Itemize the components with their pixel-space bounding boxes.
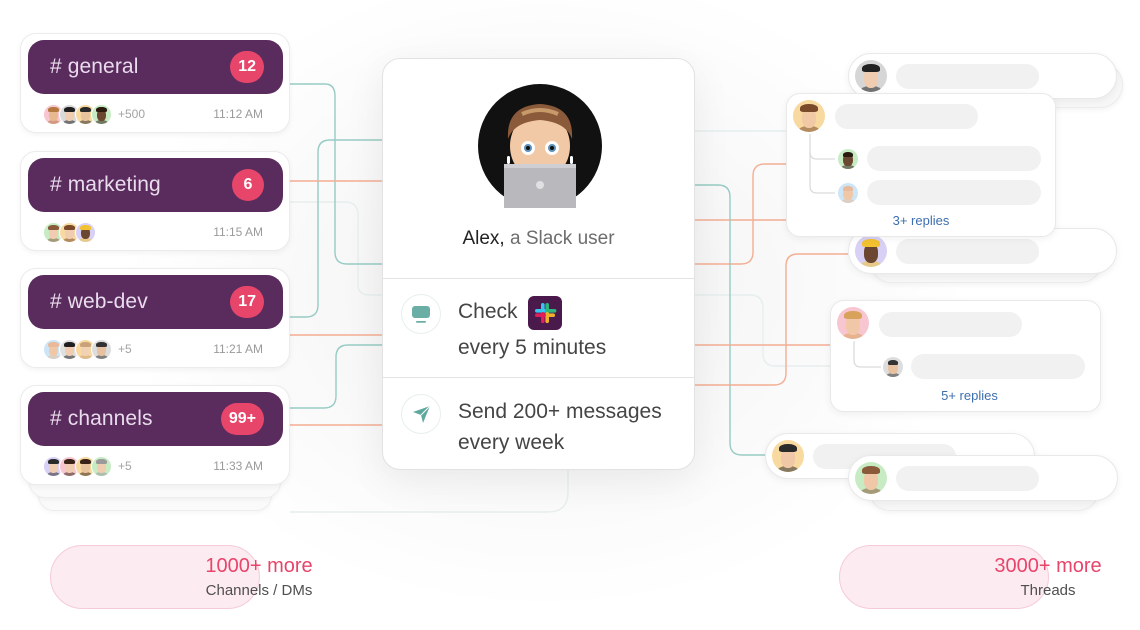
unread-badge: 17: [230, 286, 264, 318]
send-icon: [401, 394, 441, 434]
channels-more-count: 1000+ more: [205, 555, 313, 577]
member-avatar: [59, 103, 80, 125]
reply-avatar: [838, 149, 858, 169]
message-placeholder: [896, 466, 1039, 491]
timestamp: 11:12 AM: [213, 107, 263, 121]
threads-more-label: Threads: [1020, 582, 1076, 599]
message-placeholder: [835, 104, 978, 129]
unread-badge: 12: [230, 51, 264, 83]
reply-avatar: [883, 357, 903, 377]
unread-badge: 99+: [220, 403, 264, 435]
thread-card[interactable]: [848, 455, 1118, 501]
thread-author-avatar: [772, 440, 804, 472]
member-avatar: [91, 455, 112, 477]
channel-card-marketing[interactable]: # marketing 6 11:15 AM: [20, 151, 290, 251]
channels-summary-pill: 1000+ more Channels / DMs: [50, 545, 313, 609]
timestamp: 11:21 AM: [213, 342, 263, 356]
user-name: Alex,: [462, 228, 505, 249]
channel-card-channels[interactable]: # channels 99+ +5 11:33 AM: [20, 385, 290, 485]
threads-more-count: 3000+ more: [994, 555, 1102, 577]
action-check-text: Check: [458, 300, 518, 323]
member-avatar: [91, 103, 112, 125]
timestamp: 11:33 AM: [213, 459, 263, 473]
user-avatar-memoji-icon: [478, 84, 602, 208]
channel-name: # general: [50, 55, 139, 78]
channel-name: # channels: [50, 407, 153, 430]
message-placeholder: [896, 64, 1039, 89]
member-avatar: [91, 338, 112, 360]
member-avatar: [43, 338, 64, 360]
member-avatar: [75, 221, 96, 243]
action-check-frequency: every 5 minutes: [458, 336, 607, 359]
reply-placeholder: [911, 354, 1085, 379]
action-send-text: Send 200+ messages: [458, 400, 662, 423]
member-avatar: [59, 338, 80, 360]
member-extra-count: +5: [118, 342, 132, 356]
channel-card-web-dev[interactable]: # web-dev 17 +5 11:21 AM: [20, 268, 290, 368]
channel-header[interactable]: # web-dev 17: [28, 275, 283, 329]
channel-card-general[interactable]: # general 12 +500 11:12 AM: [20, 33, 290, 133]
thread-author-avatar: [855, 235, 887, 267]
reply-tree-lines: [809, 134, 835, 194]
reply-placeholder: [867, 180, 1041, 205]
channel-header[interactable]: # channels 99+: [28, 392, 283, 446]
thread-author-avatar: [855, 60, 887, 92]
threads-summary-pill: 3000+ more Threads: [839, 545, 1102, 609]
divider: [383, 278, 694, 279]
user-caption: Alex, a Slack user: [383, 228, 694, 250]
channels-more-label: Channels / DMs: [205, 582, 313, 599]
thread-card-with-replies[interactable]: 5+ replies: [830, 300, 1101, 412]
thread-author-avatar: [855, 462, 887, 494]
unread-badge: 6: [232, 169, 264, 201]
user-card: Alex, a Slack user Check every 5 minutes…: [382, 58, 695, 470]
channel-header[interactable]: # general 12: [28, 40, 283, 94]
member-avatars: +5: [43, 455, 132, 477]
thread-card-with-replies[interactable]: 3+ replies: [786, 93, 1056, 237]
member-extra-count: +500: [118, 107, 146, 121]
member-avatar: [75, 103, 96, 125]
member-avatars: [43, 221, 96, 243]
reply-placeholder: [867, 146, 1041, 171]
member-avatars: +5: [43, 338, 132, 360]
replies-link[interactable]: 3+ replies: [892, 213, 950, 228]
divider: [383, 377, 694, 378]
member-extra-count: +5: [118, 459, 132, 473]
monitor-icon: [401, 294, 441, 334]
message-placeholder: [879, 312, 1022, 337]
thread-author-avatar: [793, 100, 825, 132]
action-send-frequency: every week: [458, 431, 565, 454]
timestamp: 11:15 AM: [213, 225, 263, 239]
reply-tree-lines: [853, 341, 881, 368]
member-avatars: +500: [43, 103, 145, 125]
channel-name: # marketing: [50, 173, 161, 196]
slack-logo-icon: [528, 296, 562, 330]
channel-name: # web-dev: [50, 290, 148, 313]
replies-link[interactable]: 5+ replies: [941, 388, 998, 403]
reply-avatar: [838, 183, 858, 203]
user-role: a Slack user: [504, 228, 615, 249]
thread-author-avatar: [837, 307, 869, 339]
message-placeholder: [896, 239, 1039, 264]
channel-header[interactable]: # marketing 6: [28, 158, 283, 212]
member-avatar: [43, 455, 64, 477]
